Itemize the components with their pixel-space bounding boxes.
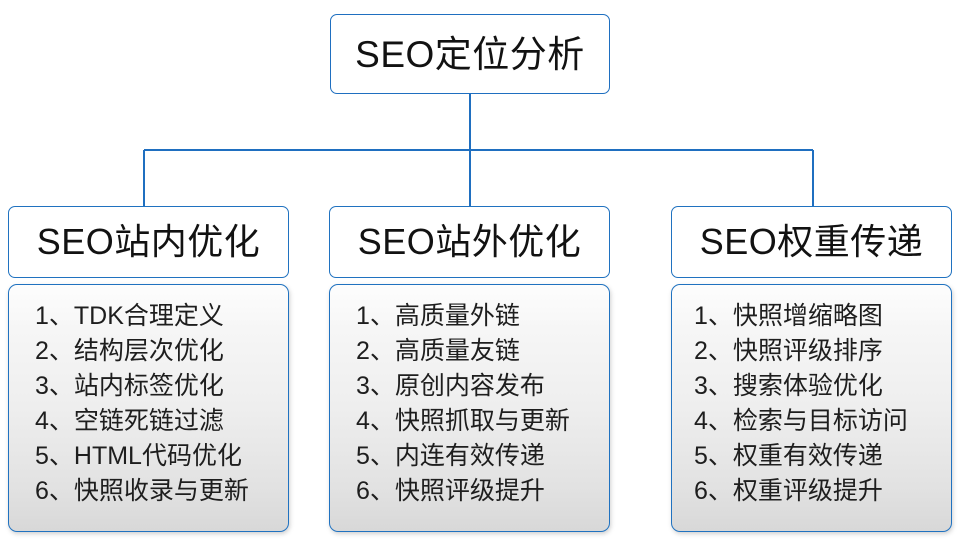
branch-column-3: SEO权重传递 1、 快照增缩略图 2、 快照评级排序 3、 搜索体验优化 4、 — [671, 206, 952, 532]
list-item-index: 5、 — [35, 442, 74, 470]
list-item-label: 快照评级提升 — [394, 477, 545, 505]
list-item-label: 权重有效传递 — [732, 442, 883, 470]
list-item: 2、 结构层次优化 — [9, 334, 288, 369]
list-item-label: HTML代码优化 — [73, 442, 242, 470]
list-item-index: 4、 — [694, 407, 733, 435]
branch-header-label-3: SEO权重传递 — [699, 221, 924, 262]
list-item-index: 6、 — [694, 477, 733, 505]
list-item-label: 搜索体验优化 — [732, 372, 883, 400]
list-item-label: 高质量外链 — [394, 302, 520, 330]
list-item-label: 快照评级排序 — [732, 337, 883, 365]
list-item-label: 检索与目标访问 — [732, 407, 908, 435]
list-item-index: 4、 — [356, 407, 395, 435]
list-item-index: 4、 — [35, 407, 74, 435]
list-item-label: 站内标签优化 — [73, 372, 224, 400]
list-item-index: 5、 — [356, 442, 395, 470]
branch-header-label-1: SEO站内优化 — [36, 221, 261, 262]
branch-item-list-1: 1、 TDK合理定义 2、 结构层次优化 3、 站内标签优化 4、 空链死链过滤… — [9, 299, 288, 509]
list-item-index: 5、 — [694, 442, 733, 470]
list-item: 6、 快照评级提升 — [330, 474, 609, 509]
list-item-label: 快照抓取与更新 — [394, 407, 570, 435]
list-item: 4、 快照抓取与更新 — [330, 404, 609, 439]
list-item-index: 2、 — [35, 337, 74, 365]
list-item-index: 2、 — [356, 337, 395, 365]
list-item-index: 1、 — [356, 302, 395, 330]
list-item: 3、 搜索体验优化 — [672, 369, 951, 404]
root-node[interactable]: SEO定位分析 — [330, 14, 610, 94]
list-item-label: 快照收录与更新 — [73, 477, 249, 505]
branch-item-list-3: 1、 快照增缩略图 2、 快照评级排序 3、 搜索体验优化 4、 检索与目标访问… — [672, 299, 951, 509]
branch-header-label-2: SEO站外优化 — [357, 221, 582, 262]
list-item-label: 内连有效传递 — [394, 442, 545, 470]
list-item-index: 1、 — [694, 302, 733, 330]
branch-item-list-2: 1、 高质量外链 2、 高质量友链 3、 原创内容发布 4、 快照抓取与更新 5… — [330, 299, 609, 509]
branch-column-2: SEO站外优化 1、 高质量外链 2、 高质量友链 3、 原创内容发布 4、 快 — [329, 206, 610, 532]
list-item-label: 结构层次优化 — [73, 337, 224, 365]
list-item-label: TDK合理定义 — [73, 302, 224, 330]
branch-body-1: 1、 TDK合理定义 2、 结构层次优化 3、 站内标签优化 4、 空链死链过滤… — [8, 284, 289, 532]
list-item-index: 2、 — [694, 337, 733, 365]
list-item-label: 权重评级提升 — [732, 477, 883, 505]
list-item-label: 空链死链过滤 — [73, 407, 224, 435]
branch-header-3[interactable]: SEO权重传递 — [671, 206, 952, 278]
list-item: 3、 站内标签优化 — [9, 369, 288, 404]
list-item: 5、 权重有效传递 — [672, 439, 951, 474]
list-item: 3、 原创内容发布 — [330, 369, 609, 404]
list-item-index: 6、 — [35, 477, 74, 505]
branch-header-1[interactable]: SEO站内优化 — [8, 206, 289, 278]
list-item: 4、 检索与目标访问 — [672, 404, 951, 439]
list-item: 2、 高质量友链 — [330, 334, 609, 369]
list-item-index: 1、 — [35, 302, 74, 330]
list-item: 6、 权重评级提升 — [672, 474, 951, 509]
list-item: 6、 快照收录与更新 — [9, 474, 288, 509]
list-item: 1、 TDK合理定义 — [9, 299, 288, 334]
list-item: 4、 空链死链过滤 — [9, 404, 288, 439]
list-item: 5、 内连有效传递 — [330, 439, 609, 474]
list-item-index: 3、 — [35, 372, 74, 400]
list-item-label: 高质量友链 — [394, 337, 520, 365]
list-item: 1、 快照增缩略图 — [672, 299, 951, 334]
list-item-label: 快照增缩略图 — [732, 302, 883, 330]
branch-body-3: 1、 快照增缩略图 2、 快照评级排序 3、 搜索体验优化 4、 检索与目标访问… — [671, 284, 952, 532]
list-item-index: 3、 — [356, 372, 395, 400]
branch-header-2[interactable]: SEO站外优化 — [329, 206, 610, 278]
root-node-label: SEO定位分析 — [355, 33, 585, 75]
list-item-index: 3、 — [694, 372, 733, 400]
list-item-index: 6、 — [356, 477, 395, 505]
list-item-label: 原创内容发布 — [394, 372, 545, 400]
list-item: 5、 HTML代码优化 — [9, 439, 288, 474]
list-item: 1、 高质量外链 — [330, 299, 609, 334]
branch-column-1: SEO站内优化 1、 TDK合理定义 2、 结构层次优化 3、 站内标签优化 4… — [8, 206, 289, 532]
branch-body-2: 1、 高质量外链 2、 高质量友链 3、 原创内容发布 4、 快照抓取与更新 5… — [329, 284, 610, 532]
list-item: 2、 快照评级排序 — [672, 334, 951, 369]
